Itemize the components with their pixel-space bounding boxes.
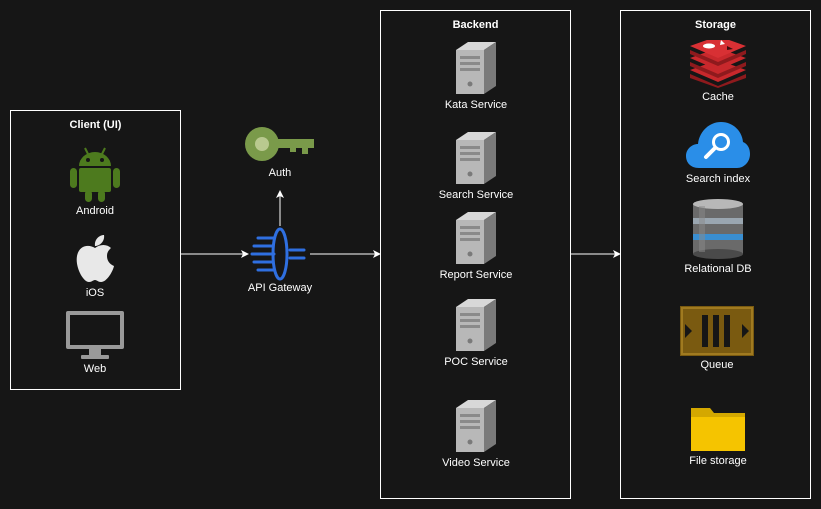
database-icon bbox=[648, 198, 788, 260]
client-web-label: Web bbox=[83, 363, 107, 375]
backend-service: Report Service bbox=[406, 210, 546, 282]
storage-search-index: Search index bbox=[648, 120, 788, 186]
redis-icon bbox=[648, 40, 788, 88]
storage-file-storage-label: File storage bbox=[689, 455, 747, 467]
client-ios-label: iOS bbox=[85, 287, 105, 299]
storage-file-storage: File storage bbox=[648, 404, 788, 468]
client-android-label: Android bbox=[76, 205, 114, 217]
client-android: Android bbox=[25, 146, 165, 218]
backend-service: Search Service bbox=[406, 130, 546, 202]
server-icon bbox=[406, 130, 546, 186]
folder-icon bbox=[648, 404, 788, 452]
client-group: Client (UI) bbox=[10, 110, 181, 390]
backend-group: Backend bbox=[380, 10, 571, 499]
auth-label: Auth bbox=[268, 167, 292, 179]
api-gateway-node: API Gateway bbox=[210, 226, 350, 295]
backend-service-label: Kata Service bbox=[444, 99, 508, 111]
android-icon bbox=[25, 146, 165, 202]
queue-icon bbox=[647, 306, 787, 356]
search-cloud-icon bbox=[648, 120, 788, 170]
auth-node: Auth bbox=[210, 124, 350, 180]
server-icon bbox=[406, 398, 546, 454]
apple-icon bbox=[25, 234, 165, 284]
backend-service: POC Service bbox=[406, 297, 546, 369]
backend-group-title: Backend bbox=[452, 19, 499, 31]
server-icon bbox=[406, 40, 546, 96]
backend-service: Video Service bbox=[406, 398, 546, 470]
storage-group-title: Storage bbox=[695, 19, 736, 31]
api-gateway-label: API Gateway bbox=[247, 282, 313, 294]
key-icon bbox=[210, 124, 350, 164]
storage-queue: Queue bbox=[647, 306, 787, 372]
backend-service-label: Video Service bbox=[442, 457, 510, 469]
backend-service-label: Report Service bbox=[439, 269, 513, 281]
storage-cache-label: Cache bbox=[702, 91, 734, 103]
client-web: Web bbox=[25, 310, 165, 376]
api-gateway-icon bbox=[210, 226, 350, 282]
storage-cache: Cache bbox=[648, 40, 788, 104]
storage-queue-label: Queue bbox=[700, 359, 734, 371]
client-ios: iOS bbox=[25, 234, 165, 300]
server-icon bbox=[406, 210, 546, 266]
server-icon bbox=[406, 297, 546, 353]
storage-relational-db-label: Relational DB bbox=[684, 263, 752, 275]
backend-service: Kata Service bbox=[406, 40, 546, 112]
backend-service-label: POC Service bbox=[444, 356, 508, 368]
backend-service-label: Search Service bbox=[438, 189, 514, 201]
storage-search-index-label: Search index bbox=[685, 173, 751, 185]
client-group-title: Client (UI) bbox=[69, 119, 122, 131]
storage-relational-db: Relational DB bbox=[648, 198, 788, 276]
monitor-icon bbox=[25, 310, 165, 360]
storage-group: Storage bbox=[620, 10, 811, 499]
